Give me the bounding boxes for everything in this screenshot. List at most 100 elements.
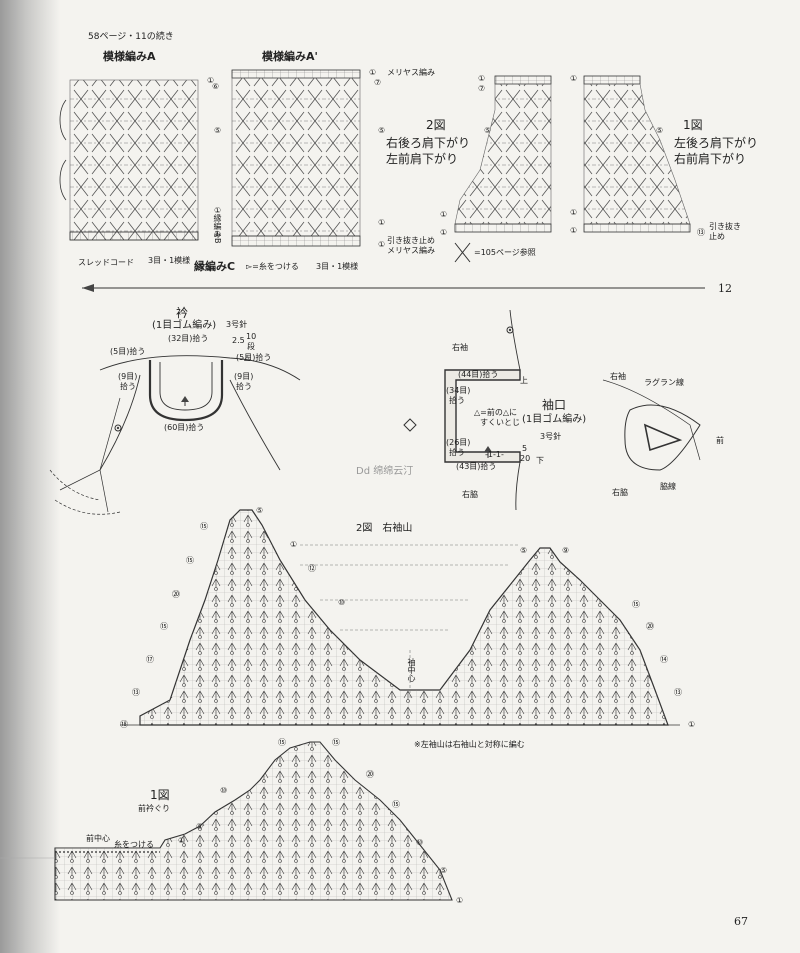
fig2-small-line2: 左前肩下がり: [386, 152, 459, 166]
edge-c-title: 縁編みC: [194, 260, 236, 273]
row-label: ⑤: [196, 822, 204, 831]
cuff-title: 袖口: [542, 398, 567, 412]
attach-yarn-label: 糸をつける: [114, 840, 154, 849]
row-label: ①: [688, 720, 696, 729]
stitch-repeat-note: 3目・1模様: [148, 256, 191, 265]
stockinette-bottom-note: メリヤス編み: [387, 246, 435, 255]
row-label: ⑮: [186, 556, 194, 565]
front-neck-chart: [54, 741, 453, 901]
arrow-width-label: 12: [718, 282, 732, 295]
raglan-side-diagram: [602, 379, 701, 471]
cuff-sleeve-label: 右袖: [452, 343, 468, 352]
row-label: ①: [214, 230, 222, 239]
row-label: ①: [570, 208, 578, 217]
side-line-label: 脇線: [660, 482, 676, 491]
row-label: ①: [570, 226, 578, 235]
row-label: ⑩: [220, 786, 228, 795]
row-label: ⑱: [120, 720, 128, 729]
row-label: ⑮: [160, 622, 168, 631]
cuff-left-pickup2: 拾う: [449, 396, 465, 405]
row-label: ⑰: [146, 655, 154, 664]
row-label: ⑳: [366, 770, 374, 779]
cuff-left-pickup: (34目): [446, 386, 471, 395]
row-label: ①: [378, 240, 386, 249]
cuff-side-label: 右脇: [462, 490, 478, 499]
collar-subtitle: (1目ゴム編み): [152, 320, 217, 331]
collar-diagram: [49, 355, 301, 515]
raglan-side-label: 右脇: [612, 488, 628, 497]
cuff-dim-top: 5: [522, 444, 528, 453]
row-label: ①: [478, 74, 486, 83]
cuff-bottom-label: 下: [536, 456, 544, 465]
cuff-top-label: 上: [520, 376, 528, 385]
row-label: ⑮: [392, 800, 400, 809]
sleeve-cap-chart: [120, 509, 680, 726]
row-label: ⑦: [478, 84, 486, 93]
stockinette-top-note: メリヤス編み: [387, 68, 435, 77]
row-label: ⑦: [374, 78, 382, 87]
raglan-front-label: 前: [716, 436, 724, 445]
collar-right-side: (9目): [234, 372, 254, 381]
row-label: ①: [178, 836, 186, 845]
cuff-needle: 3号針: [540, 432, 562, 441]
row-label: ①: [207, 76, 215, 85]
fig1-small-line2: 右前肩下がり: [674, 152, 747, 166]
collar-right-pickup-mark: △: [244, 353, 251, 362]
front-neck-fig-title: 1図: [150, 788, 170, 802]
pattern-a-title: 模様編みA: [103, 50, 156, 63]
thread-cord-label: スレッドコード: [78, 258, 134, 267]
sleeve-center-label: 袖中心: [407, 658, 416, 682]
collar-dim-rows: 10: [246, 332, 257, 341]
continuation-note: 58ページ・11の続き: [88, 32, 174, 42]
row-label: ⑤: [520, 546, 528, 555]
row-label: ⑤: [440, 866, 448, 875]
edge-b-label: 縁編みB: [213, 214, 222, 244]
row-label: ⑤: [378, 126, 386, 135]
row-label: ⑤: [214, 126, 222, 135]
collar-bottom-pickup: (60目)拾う: [164, 423, 205, 432]
row-label: ⑮: [332, 738, 340, 747]
crochet-reference-note: =105ページ参照: [474, 248, 536, 257]
cuff-rib-mark: -1-1-: [485, 450, 504, 459]
row-label: ①: [290, 540, 298, 549]
row-label: ⑨: [562, 546, 570, 555]
front-neck-subtitle: 前衿ぐり: [138, 804, 170, 813]
row-label: ①: [369, 68, 377, 77]
fig2-small-chart: [454, 75, 552, 233]
collar-left-side2: 拾う: [120, 382, 136, 391]
row-label: ⑥: [212, 82, 220, 91]
raglan-line-label: ラグラン線: [644, 378, 684, 387]
row-label: ①: [570, 74, 578, 83]
row-label: ⑮: [632, 600, 640, 609]
cuff-lower-pickup2: 拾う: [449, 448, 465, 457]
fig1-small-line1: 左後ろ肩下がり: [674, 136, 759, 150]
row-label: ⑬: [132, 688, 140, 697]
row-label: ⑬: [674, 688, 682, 697]
collar-top-pickup: (32目)拾う: [168, 334, 209, 343]
pattern-a-chart: [59, 79, 199, 241]
cuff-note1: △=前の△に: [474, 408, 518, 417]
row-label: ①: [214, 206, 222, 215]
collar-right-side2: 拾う: [236, 382, 252, 391]
row-label: ⑫: [308, 564, 316, 573]
row-label: ①: [456, 896, 464, 905]
collar-dim-unit: 段: [247, 342, 255, 351]
bind-off-line2: 止め: [709, 232, 725, 241]
row-label: ①: [440, 210, 448, 219]
front-center-label: 前中心: [86, 834, 110, 843]
bind-off-line1: 引き抜き: [709, 222, 741, 231]
scan-gutter-shadow: [0, 0, 60, 953]
row-label: ⑤: [484, 126, 492, 135]
pattern-a-prime-title: 模様編みA': [262, 50, 318, 63]
cuff-dim-value: 20: [520, 454, 531, 463]
fig2-small-title: 2図: [426, 118, 446, 132]
cuff-diagram: [403, 309, 521, 511]
pattern-a-prime-chart: [231, 69, 361, 247]
row-label: ⑩: [416, 838, 424, 847]
sleeve-cap-title: 2図 右袖山: [356, 523, 413, 534]
cuff-note2: すくいとじ: [480, 418, 520, 427]
watermark: Dd 绵绵云汀: [356, 466, 414, 477]
collar-title: 衿: [176, 306, 189, 320]
row-label: ①: [440, 228, 448, 237]
